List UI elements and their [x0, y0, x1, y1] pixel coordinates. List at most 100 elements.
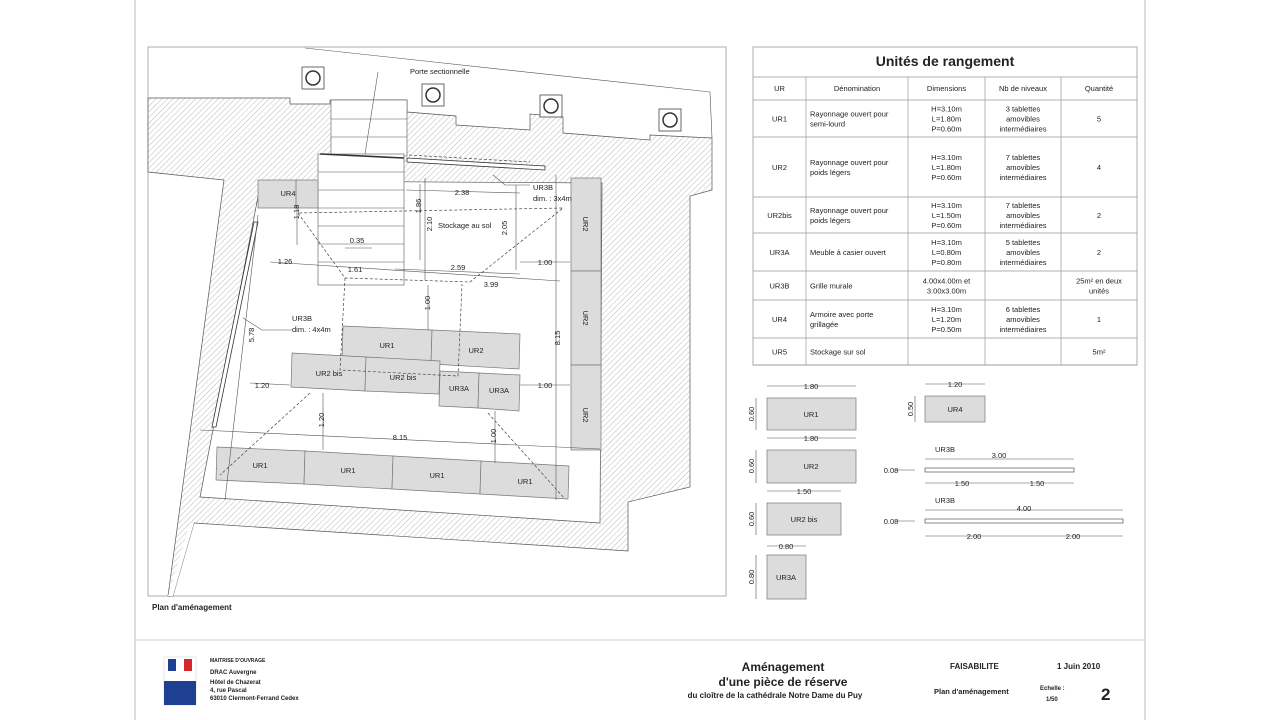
unit-ur2-col-3	[570, 364, 602, 451]
dimension-value: 0.08	[884, 517, 899, 526]
unit-ur4	[257, 179, 319, 209]
owner-line: 63010 Clermont-Ferrand Cedex	[210, 696, 299, 702]
table-cell-name: semi-lourd	[810, 120, 845, 129]
scale-label: Echelle :	[1040, 686, 1065, 692]
dimension-value: 2.05	[500, 221, 509, 236]
table-cell-dims: P=0.80m	[931, 258, 961, 267]
title-block: MAITRISE D'OUVRAGE DRAC Auvergne Hôtel d…	[163, 656, 1110, 706]
table-cell-qty: 2	[1097, 248, 1101, 257]
unit-ur2-col-2	[570, 270, 602, 366]
table-cell-levels: amovibles	[1006, 248, 1040, 257]
unit-label: UR2	[581, 310, 590, 325]
dimension-value: 2.10	[425, 217, 434, 232]
unit-label: UR1	[517, 477, 532, 486]
table-cell-levels: amovibles	[1006, 211, 1040, 220]
legend-ur4	[924, 395, 986, 423]
table-cell-dims: H=3.10m	[931, 153, 962, 162]
table-cell-ur: UR3B	[769, 282, 789, 291]
dimension-value: 8.15	[553, 331, 562, 346]
table-cell-dims: L=1.50m	[932, 211, 961, 220]
columns	[301, 66, 682, 132]
dimension-value: 1.00	[538, 381, 553, 390]
ur3b-left-grid	[211, 221, 259, 428]
table-cell-qty: 1	[1097, 315, 1101, 324]
legend-ur1	[766, 397, 857, 431]
dimension-value: 0.60	[747, 512, 756, 527]
table-header: Quantité	[1085, 84, 1113, 93]
table-cell-dims: H=3.10m	[931, 305, 962, 314]
unit-ur3a-b	[477, 372, 521, 412]
dimension-value: 0.60	[747, 459, 756, 474]
legend-label: UR2 bis	[791, 515, 818, 524]
table-cell-name: Grille murale	[810, 282, 853, 291]
dimension-value: 1.80	[804, 382, 819, 391]
table-cell-dims: L=1.80m	[932, 115, 961, 124]
dimension-value: 1.50	[1030, 479, 1045, 488]
unit-ur2-col-1	[570, 177, 602, 272]
table-cell-levels: amovibles	[1006, 115, 1040, 124]
dimension-value: 2.00	[1066, 532, 1081, 541]
table-cell-dims: H=3.10m	[931, 105, 962, 114]
table-cell-ur: UR2	[772, 163, 787, 172]
table-cell-ur: UR5	[772, 348, 787, 357]
table-cell-levels: intermédiaires	[999, 221, 1046, 230]
unit-label: UR3A	[449, 384, 469, 393]
dimension-value: 0.50	[906, 402, 915, 417]
dimension-value: 8.15	[393, 433, 408, 442]
dimension-lines	[199, 71, 601, 501]
table-cell-dims: 3.00x3.00m	[927, 287, 966, 296]
scale-value: 1/50	[1046, 697, 1058, 703]
legend-label: UR3B	[935, 445, 955, 454]
dimension-value: 1.00	[423, 296, 432, 311]
unit-label: UR2 bis	[316, 369, 343, 378]
project-title: Aménagement	[742, 660, 825, 674]
unit-label: UR1	[252, 461, 267, 470]
table-cell-levels: amovibles	[1006, 163, 1040, 172]
table-cell-levels: intermédiaires	[999, 125, 1046, 134]
dimension-value: 2.59	[451, 263, 466, 272]
table-cell-name: grillagée	[810, 320, 838, 329]
unit-label: UR3A	[489, 386, 509, 395]
table-header: Dénomination	[834, 84, 880, 93]
table-cell-qty: 2	[1097, 211, 1101, 220]
owner-line: DRAC Auvergne	[210, 670, 257, 676]
legend-ur2	[766, 449, 857, 484]
table-cell-levels: intermédiaires	[999, 325, 1046, 334]
legend-label: UR1	[803, 410, 818, 419]
furniture	[215, 177, 602, 500]
table-cell-levels: 3 tablettes	[1006, 105, 1041, 114]
table-cell-name: Meuble à casier ouvert	[810, 248, 887, 257]
table-cell-qty: 25m² en deux	[1076, 277, 1122, 286]
floor-plan: Porte sectionnelle UR3B dim. : 3x4m Stoc…	[147, 46, 727, 612]
table-cell-ur: UR4	[772, 315, 787, 324]
dimension-value: 1.20	[317, 413, 326, 428]
project-title: d'une pièce de réserve	[719, 675, 848, 689]
ur3b-left-dim: dim. : 4x4m	[292, 325, 331, 334]
unit-legend: UR1 1.80 0.60 UR2 1.80 0.60 UR2 bis 1.50…	[747, 380, 1124, 600]
dimension-value: 1.86	[414, 199, 423, 214]
dimension-value: 0.08	[884, 466, 899, 475]
table-cell-dims: P=0.60m	[931, 173, 961, 182]
legend-label: UR3B	[935, 496, 955, 505]
door-label: Porte sectionnelle	[410, 67, 470, 76]
legend-label: UR2	[803, 462, 818, 471]
unit-label: UR1	[340, 466, 355, 475]
owner-heading: MAITRISE D'OUVRAGE	[210, 658, 266, 664]
unit-label: UR2 bis	[390, 373, 417, 382]
table-cell-ur: UR2bis	[767, 211, 792, 220]
legend-ur2bis	[766, 502, 842, 536]
table-cell-levels: 6 tablettes	[1006, 305, 1041, 314]
dimension-value: 1.61	[348, 265, 363, 274]
table-cell-dims: P=0.60m	[931, 221, 961, 230]
dimension-value: 0.35	[350, 236, 365, 245]
table-cell-name: Rayonnage ouvert pour	[810, 110, 889, 119]
table-cell-dims: L=0.80m	[932, 248, 961, 257]
table-cell-levels: intermédiaires	[999, 258, 1046, 267]
table-cell-dims: L=1.80m	[932, 163, 961, 172]
table-cell-levels: 5 tablettes	[1006, 238, 1041, 247]
ur3b-top-label: UR3B	[533, 183, 553, 192]
table-cell-name: Stockage sur sol	[810, 348, 866, 357]
table-cell-name: Rayonnage ouvert pour	[810, 158, 889, 167]
table-cell-qty: 5m²	[1093, 348, 1106, 357]
table-cell-dims: H=3.10m	[931, 238, 962, 247]
